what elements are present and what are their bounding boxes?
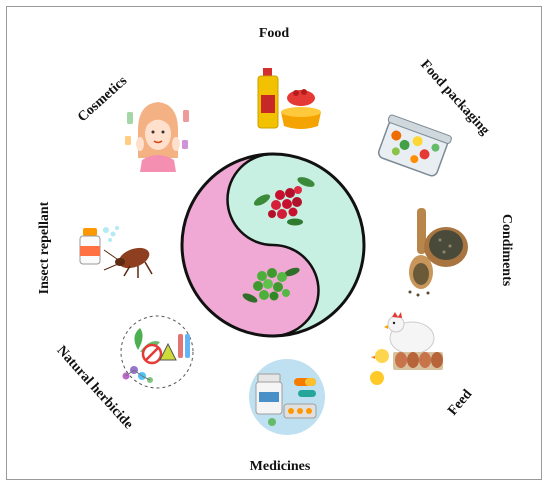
green-pepper-berries-icon [242,267,300,303]
label-cosmetics: Cosmetics [75,73,131,125]
yin-yang-s-curve [226,152,320,338]
label-medicines: Medicines [250,459,311,474]
oil-bottle-and-honey-bowl-icon [257,68,321,129]
vegetable-container-icon [377,114,452,177]
label-condiments: Condiments [499,214,514,287]
spray-can-and-cockroach-icon [79,226,153,278]
diagram-border [6,6,542,480]
red-pepper-berries-icon [253,177,315,226]
woman-face-care-icon [125,102,189,172]
yin-yang-outline [180,152,366,338]
yin-yang-center [180,152,366,338]
label-natural-herbicide: Natural herbicide [54,343,136,432]
pill-bottle-and-capsules-icon [249,359,325,435]
label-food: Food [259,26,290,41]
hens-and-eggs-icon [370,312,443,385]
label-food-packaging: Food packaging [417,57,492,138]
label-feed: Feed [445,387,475,419]
herbicide-lab-icon [120,315,194,389]
spoon-and-seed-bowl-icon [408,208,468,297]
label-insect-repellant: Insect repellant [37,201,52,294]
